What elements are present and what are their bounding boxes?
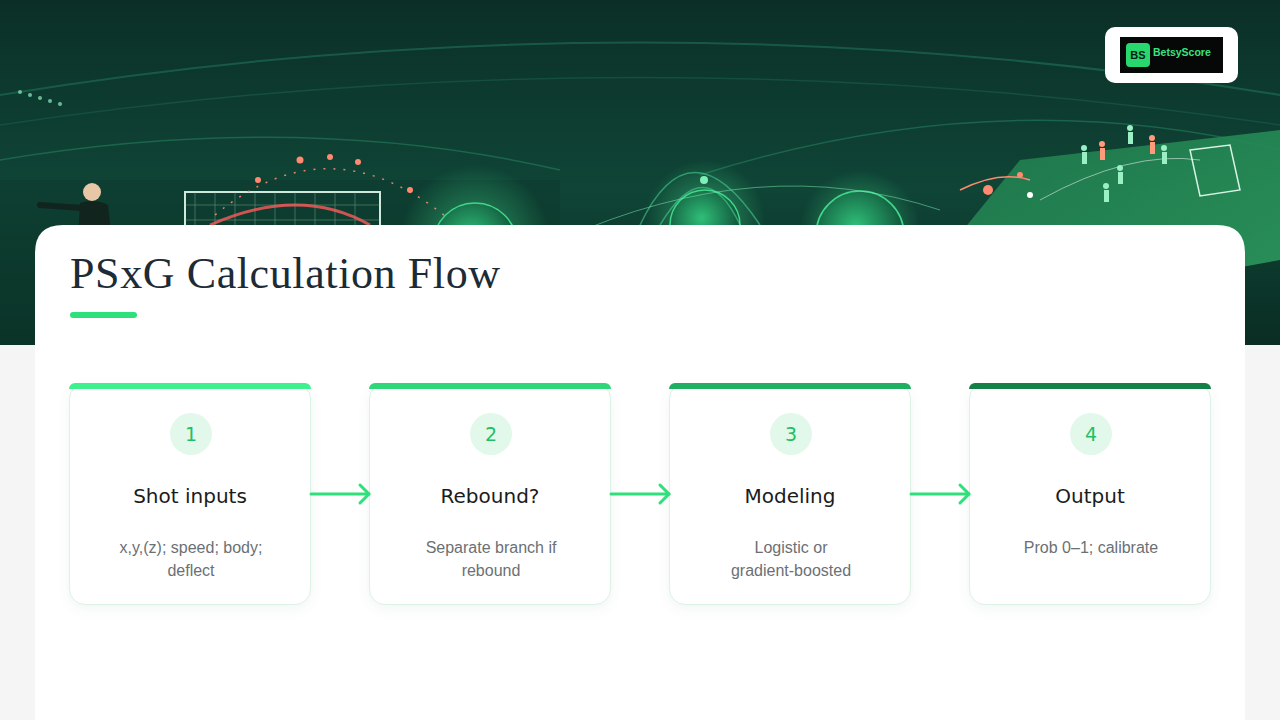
pitch-lines <box>1040 158 1200 200</box>
badge-node: 1 <box>170 413 212 455</box>
card-node: ModelingLogistic or gradient-boosted 3 <box>669 383 911 605</box>
step-description: x,y,(z); speed; body; deflect <box>99 536 283 582</box>
pitch-lines <box>1190 145 1240 196</box>
pass-line <box>960 177 1030 190</box>
step-description: Logistic or gradient-boosted <box>724 536 858 582</box>
brand-name: BetsyScore <box>1153 46 1211 58</box>
shot-arc <box>210 205 370 225</box>
card-accent <box>69 383 311 389</box>
step-title: Modeling <box>670 482 910 510</box>
card-accent <box>969 383 1211 389</box>
logo-node: BetsyScore BS <box>1105 27 1238 83</box>
diagram-title: PSxG Calculation Flow <box>70 249 501 299</box>
content-panel <box>35 225 1245 720</box>
dot <box>1017 172 1023 178</box>
dot <box>983 185 993 195</box>
card-node: Shot inputs x,y,(z); speed; body; deflect… <box>69 383 311 605</box>
badge-node: 2 <box>470 413 512 455</box>
step-title: Output <box>970 482 1210 510</box>
wave-lines <box>640 173 760 226</box>
flow-arrow <box>311 493 369 496</box>
stadium-lights <box>18 58 1226 106</box>
step-number: 4 <box>1085 425 1097 444</box>
step-description: Prob 0–1; calibrate <box>999 536 1183 559</box>
badge-node: 3 <box>770 413 812 455</box>
logo-mark: BS <box>1130 50 1145 61</box>
dot <box>700 176 708 184</box>
card-node: Rebound? Separate branch if rebound 2 <box>369 383 611 605</box>
step-number: 3 <box>785 425 797 444</box>
arrow-head <box>660 485 669 503</box>
flow-arrow <box>611 493 669 496</box>
icon-node: BS <box>1126 43 1150 67</box>
title-underline <box>70 312 137 318</box>
step-description: Separate branch if rebound <box>399 536 583 582</box>
step-number: 1 <box>185 425 197 444</box>
trajectory-dots <box>255 154 413 193</box>
card-accent <box>369 383 611 389</box>
stadium-arc <box>0 43 1280 96</box>
step-title: Rebound? <box>370 482 610 510</box>
card-node: OutputProb 0–1; calibrate 4 <box>969 383 1211 605</box>
players <box>1081 125 1167 202</box>
stadium-arc <box>0 78 1280 126</box>
arrow-head <box>360 485 369 503</box>
badge-node: 4 <box>1070 413 1112 455</box>
flow-arrow <box>911 493 969 496</box>
card-accent <box>669 383 911 389</box>
dot <box>1027 192 1033 198</box>
arrow-head <box>960 485 969 503</box>
step-title: Shot inputs <box>70 482 310 510</box>
step-number: 2 <box>485 425 497 444</box>
